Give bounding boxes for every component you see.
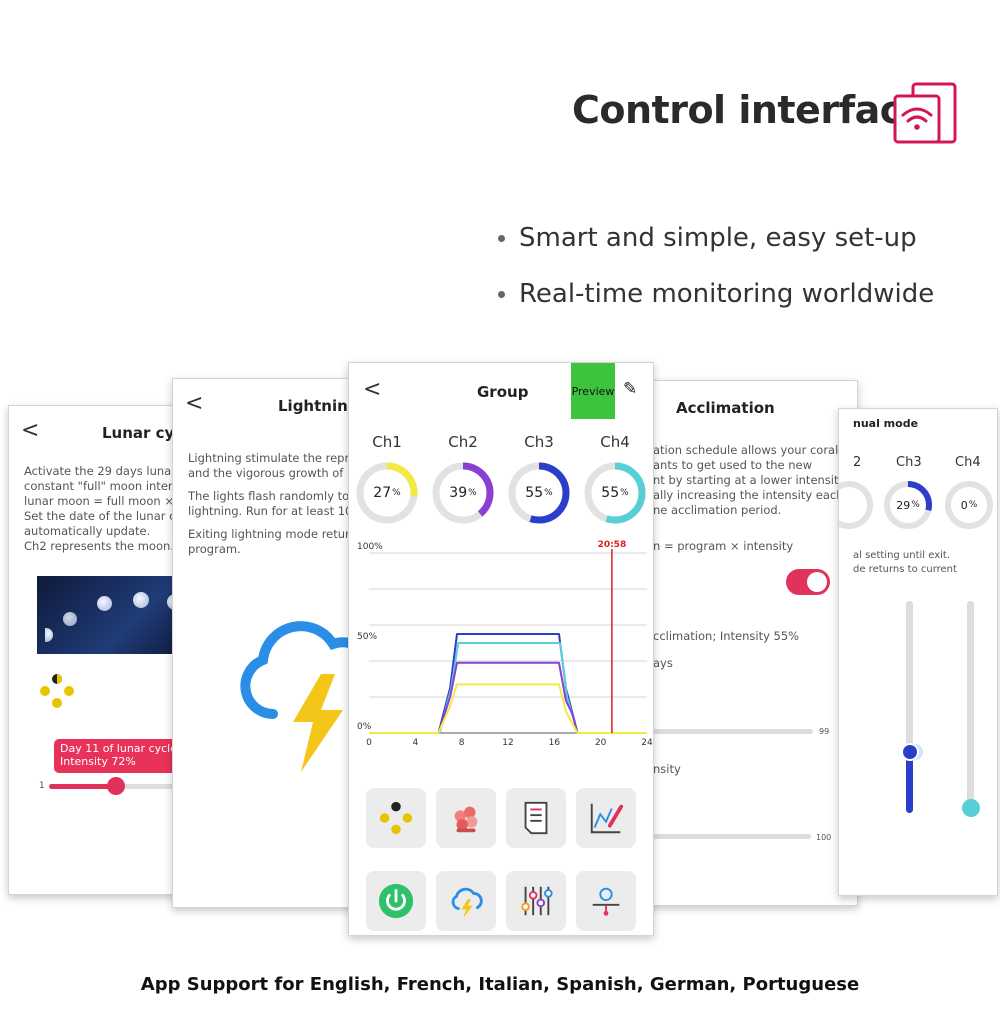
- x-tick-label: 12: [502, 738, 513, 748]
- back-button[interactable]: <: [21, 418, 40, 443]
- acclimation-tile[interactable]: [576, 871, 636, 931]
- power-icon: [378, 883, 414, 919]
- manual-mode-screen: nual mode 2 Ch3 Ch4 29% 0% al setting un…: [838, 408, 998, 896]
- acclimation-status: cclimation; Intensity 55%: [653, 629, 800, 643]
- ch4-ring: 55%: [583, 461, 647, 525]
- description: ation schedule allows your corals, ants …: [653, 443, 848, 517]
- manual-tile[interactable]: [506, 871, 566, 931]
- chart-edit-icon: [590, 803, 624, 834]
- schedule-tile[interactable]: [506, 788, 566, 848]
- channel-label: Ch1: [372, 433, 402, 451]
- bullet-dot-icon: [498, 234, 505, 242]
- series-line: [369, 642, 647, 734]
- intensity-max-label: 100: [816, 833, 832, 842]
- screen-title: nual mode: [853, 417, 919, 430]
- coral-icon: [454, 806, 478, 833]
- y-tick-label: 0%: [357, 722, 372, 732]
- channel-label: Ch4: [600, 433, 630, 451]
- pencil-icon[interactable]: ✎: [623, 379, 638, 399]
- ch1-ring-progress: [356, 462, 418, 524]
- footer-text: App Support for English, French, Italian…: [140, 974, 860, 995]
- ch2-ring-partial: [839, 481, 873, 529]
- coral-tile[interactable]: [436, 788, 496, 848]
- ch2-ring-progress: [432, 462, 494, 524]
- x-tick-label: 0: [366, 738, 372, 748]
- screen-title: Lightning: [278, 397, 359, 415]
- ch4-slider-knob[interactable]: [962, 799, 980, 817]
- x-tick-label: 24: [641, 738, 653, 748]
- y-tick-label: 50%: [357, 632, 377, 642]
- lunar-icon: [379, 801, 413, 835]
- bullet-dot-icon: [498, 290, 505, 298]
- intensity-slider[interactable]: [641, 834, 811, 839]
- lunar-cycle-screen: < Lunar cycle Activate the 29 days lunar…: [8, 405, 193, 895]
- screen-title: Lunar cycle: [102, 424, 193, 442]
- lightning-tile[interactable]: [436, 871, 496, 931]
- lightning-screen: < Lightning Lightning stimulate the repr…: [172, 378, 372, 908]
- feature-item: Smart and simple, easy set-up: [498, 210, 934, 266]
- ch3-ring: 55%: [507, 461, 571, 525]
- back-button[interactable]: <: [363, 377, 382, 402]
- time-marker-label: 20:58: [598, 540, 627, 550]
- channel-label: 2: [853, 455, 862, 470]
- x-tick-label: 4: [412, 738, 418, 748]
- acclimation-toggle[interactable]: [786, 569, 830, 595]
- days-label: ays: [653, 656, 673, 670]
- ch3-slider-fill: [906, 751, 913, 813]
- acclimation-icon: [592, 887, 620, 916]
- feature-item: Real-time monitoring worldwide: [498, 266, 934, 322]
- chart-edit-tile[interactable]: [576, 788, 636, 848]
- acclimation-screen: Acclimation ation schedule allows your c…: [640, 380, 858, 906]
- intensity-label: nsity: [653, 762, 681, 776]
- description: al setting until exit. de returns to cur…: [853, 550, 957, 575]
- screen-title: Group: [477, 383, 529, 401]
- tablet-wifi-icon: [893, 82, 957, 144]
- schedule-list-icon: [524, 801, 548, 835]
- moon-phases-image: [37, 576, 192, 654]
- feature-list: Smart and simple, easy set-up Real-time …: [498, 210, 934, 322]
- intensity-schedule-chart[interactable]: 100% 50% 0% 0 4 8 12 16 20 24 20:58: [349, 535, 654, 755]
- lunar-day-tooltip: Day 11 of lunar cycle; Intensity 72%: [54, 739, 192, 773]
- lunar-day-slider-knob[interactable]: [107, 777, 125, 795]
- days-max-label: 99: [819, 727, 830, 736]
- ch3-slider-knob[interactable]: [901, 742, 919, 761]
- series-line: [369, 661, 647, 734]
- preview-button[interactable]: Preview: [571, 363, 615, 419]
- back-button[interactable]: <: [185, 391, 204, 416]
- y-tick-label: 100%: [357, 542, 383, 552]
- ch3-slider[interactable]: [906, 601, 913, 813]
- ch4-ring-progress: [584, 462, 646, 524]
- days-slider[interactable]: [641, 729, 813, 734]
- lunar-tile[interactable]: [366, 788, 426, 848]
- x-tick-label: 8: [459, 738, 465, 748]
- series-line: [369, 683, 647, 734]
- power-tile[interactable]: [366, 871, 426, 931]
- ch2-ring: 39%: [431, 461, 495, 525]
- group-screen: < Group Preview ✎ Ch1 Ch2 Ch3 Ch4 27% 39…: [348, 362, 654, 936]
- ch3-ring-progress: [884, 481, 932, 529]
- manual-sliders-icon: [521, 886, 553, 916]
- formula-text: n = program × intensity: [653, 539, 794, 553]
- page-title: Control interface: [572, 88, 928, 132]
- ch1-ring: 27%: [355, 461, 419, 525]
- channel-label: Ch2: [448, 433, 478, 451]
- lightning-icon: [451, 887, 483, 919]
- ch4-ring: 0%: [943, 479, 995, 531]
- description: Activate the 29 days lunar cy constant "…: [24, 464, 193, 553]
- channel-label: Ch3: [524, 433, 554, 451]
- slider-min-label: 1: [39, 781, 45, 791]
- ch3-ring-progress: [508, 462, 570, 524]
- x-tick-label: 20: [595, 738, 607, 748]
- channel-label: Ch4: [955, 455, 981, 470]
- lunar-icon: [40, 674, 74, 708]
- description: Lightning stimulate the repro and the vi…: [188, 451, 359, 556]
- ch4-slider[interactable]: [967, 601, 974, 813]
- screen-title: Acclimation: [676, 399, 775, 417]
- ch3-ring: 29%: [882, 479, 934, 531]
- lunar-day-slider-fill: [49, 784, 117, 789]
- x-tick-label: 16: [549, 738, 561, 748]
- channel-label: Ch3: [896, 455, 922, 470]
